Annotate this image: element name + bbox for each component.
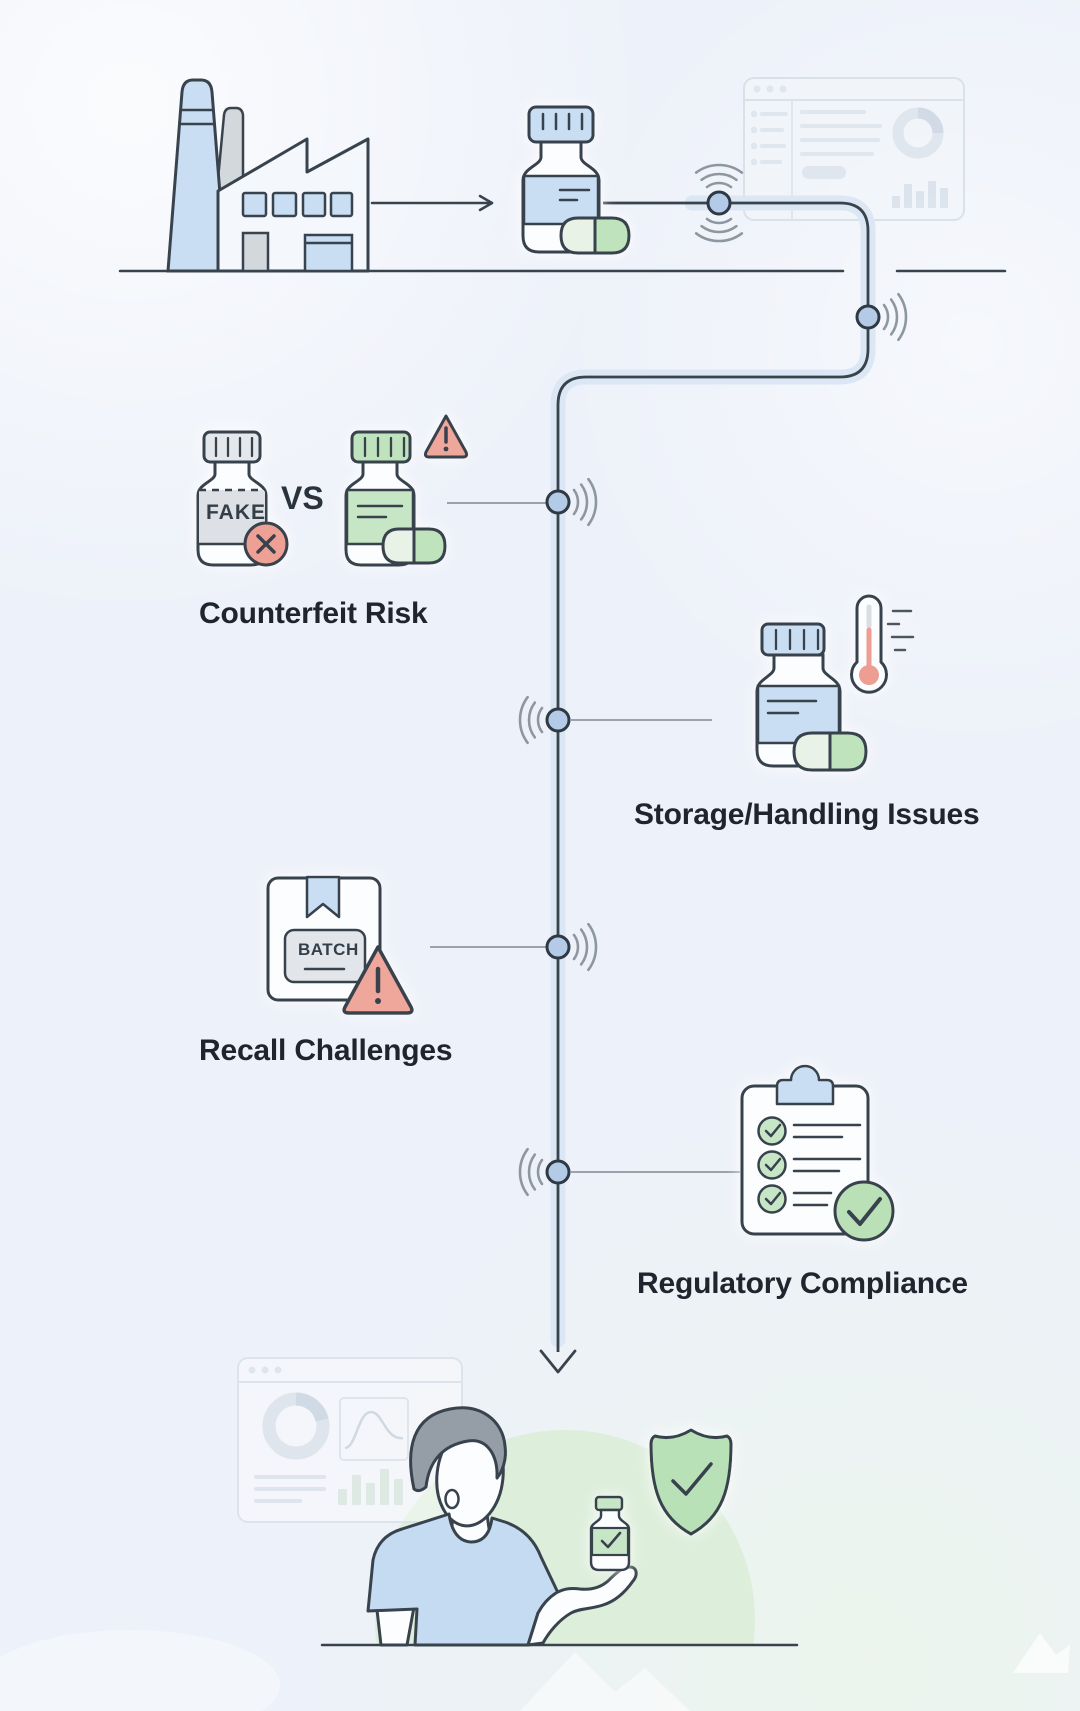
clipboard-clip [775,1064,835,1106]
signal-node-icon [706,190,732,216]
clipboard-checklist-icon [740,1064,895,1242]
left-forearm [375,1605,416,1647]
bottle-cap [527,105,595,144]
factory-door-blue [303,233,354,273]
down-arrow-icon [539,1349,577,1374]
timeline-nodes [545,190,881,1185]
donut-chart-icon [262,1392,330,1460]
fake-bottle-label: FAKE [206,501,267,524]
medicine-bottle-icon [755,622,868,772]
signal-node-icon [545,934,571,960]
warning-triangle-icon [423,414,469,459]
verified-bottle-icon [589,1495,631,1572]
pill-icon [559,216,631,255]
storage-icons [755,594,915,772]
heat-lines [886,609,915,652]
signal-node-icon [545,1159,571,1185]
warning-triangle-icon [342,945,414,1015]
factory-icon [166,78,370,273]
analytics-dashboard-icon [237,1357,463,1523]
text-placeholder-lines [254,1475,326,1503]
fake-bottle-icon [196,430,289,567]
regulatory-compliance-label: Regulatory Compliance [637,1267,968,1300]
cross-circle-icon [243,521,289,567]
counterfeit-risk-label: Counterfeit Risk [199,597,428,630]
connector-lines [430,502,740,1173]
shield-check-icon [649,1428,733,1536]
genuine-bottle-icon [344,430,447,567]
smokestack-gray [215,106,245,192]
window-dot [753,85,761,93]
signal-waves-icon [518,163,908,1197]
box-ribbon [305,875,341,919]
watermark-shape [520,1652,690,1711]
thermometer-icon [850,594,915,694]
watermark-shape [1013,1633,1070,1673]
ear [444,1488,460,1510]
storage-handling-label: Storage/Handling Issues [634,798,980,831]
pill-icon [792,731,868,772]
recall-icons [266,875,414,1015]
right-arm-open-hand [526,1565,638,1647]
vs-label: VS [281,480,324,516]
text-placeholder-lines [800,110,882,156]
signal-node-icon [545,489,571,515]
person-holding-bottle-icon [366,1406,638,1647]
arrow-right-icon [370,194,494,212]
checklist-rows [757,1116,862,1214]
counterfeit-icons [196,414,469,567]
hair [409,1406,507,1493]
signal-node-icon [545,707,571,733]
bar-chart-icon [338,1469,403,1505]
analytics-dashboard-icon [743,77,965,221]
batch-plate-label: BATCH [298,940,359,959]
window-dot [766,85,774,93]
signal-node-icon [855,304,881,330]
pill-icon [381,527,447,565]
sidebar-placeholder [750,110,788,166]
watermark-shape [0,1630,280,1711]
donut-chart-icon [892,107,944,159]
recall-challenges-label: Recall Challenges [199,1034,453,1067]
line-chart-icon [339,1397,409,1461]
smokestack-blue [166,78,228,273]
check-circle-icon [833,1180,895,1242]
window-dot [779,85,787,93]
bar-chart-icon [892,181,948,208]
medicine-bottle-icon [521,105,631,255]
supply-chain-path [556,201,870,1352]
factory-door-gray [241,231,270,273]
factory-windows [241,191,354,218]
